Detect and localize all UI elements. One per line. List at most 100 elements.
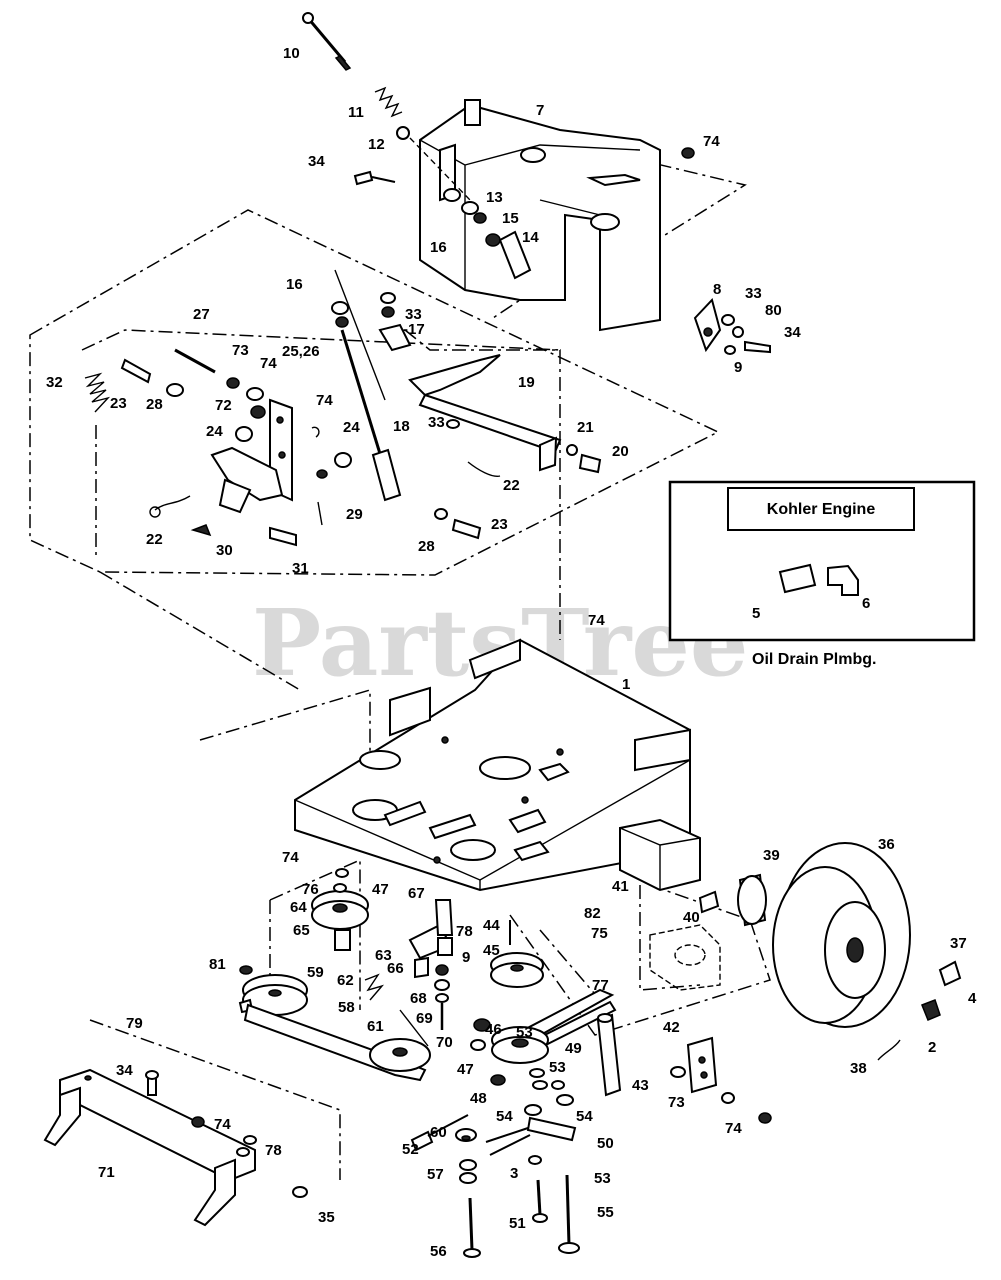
callout-21: 21 xyxy=(577,419,594,436)
tube-part-43 xyxy=(596,1013,622,1097)
callout-34: 34 xyxy=(784,324,801,341)
callout-37: 37 xyxy=(950,935,967,952)
drive-unit-sketch xyxy=(649,924,721,991)
callout-74: 74 xyxy=(588,612,605,629)
pulley-part-59 xyxy=(238,965,308,1016)
callout-5: 5 xyxy=(752,605,760,622)
callout-73: 73 xyxy=(232,342,249,359)
callout-62: 62 xyxy=(337,972,354,989)
callout-78: 78 xyxy=(265,1142,282,1159)
callout-14: 14 xyxy=(522,229,539,246)
callout-36: 36 xyxy=(878,836,895,853)
callout-39: 39 xyxy=(763,847,780,864)
washer-part-12 xyxy=(396,126,410,140)
main-frame-part-1 xyxy=(294,638,701,892)
callout-16: 16 xyxy=(286,276,303,293)
callout-74: 74 xyxy=(214,1116,231,1133)
callout-23: 23 xyxy=(491,516,508,533)
callout-78: 78 xyxy=(456,923,473,940)
callout-12: 12 xyxy=(368,136,385,153)
front-bracket-part-71 xyxy=(43,1068,308,1227)
callout-47: 47 xyxy=(372,881,389,898)
pulley-part-45 xyxy=(490,920,544,988)
callout-81: 81 xyxy=(209,956,226,973)
leader-12 xyxy=(409,137,471,201)
callout-72: 72 xyxy=(215,397,232,414)
callout-10: 10 xyxy=(283,45,300,62)
bracket-part-42 xyxy=(670,1036,772,1124)
callout-51: 51 xyxy=(509,1215,526,1232)
callout-74: 74 xyxy=(725,1120,742,1137)
inset-title: Kohler Engine xyxy=(767,501,876,518)
callout-63: 63 xyxy=(375,947,392,964)
spring-part-11 xyxy=(374,86,403,118)
callout-43: 43 xyxy=(632,1077,649,1094)
callout-25-26: 25,26 xyxy=(282,343,320,360)
inset-title-box xyxy=(727,487,915,531)
callout-42: 42 xyxy=(663,1019,680,1036)
callout-54: 54 xyxy=(576,1108,593,1125)
bracket-hardware xyxy=(353,147,695,280)
callout-3: 3 xyxy=(510,1165,518,1182)
callout-77: 77 xyxy=(592,977,609,994)
callout-17: -17 xyxy=(403,321,425,338)
callout-40: 40 xyxy=(683,909,700,926)
callout-74: 74 xyxy=(282,849,299,866)
callout-6: 6 xyxy=(862,595,870,612)
callout-18: 18 xyxy=(393,418,410,435)
callout-30: 30 xyxy=(216,542,233,559)
pulley-part-64 xyxy=(311,868,369,951)
callout-48: 48 xyxy=(470,1090,487,1107)
callout-27: 27 xyxy=(193,306,210,323)
callout-9: 9 xyxy=(734,359,742,376)
phantom-lines xyxy=(29,151,771,1180)
callout-76: 76 xyxy=(302,881,319,898)
callout-75: 75 xyxy=(591,925,608,942)
callout-22: 22 xyxy=(146,531,163,548)
callout-11: 11 xyxy=(348,104,364,121)
callout-74: 74 xyxy=(703,133,720,150)
fitting-part-5 xyxy=(778,563,817,594)
callout-44: 44 xyxy=(483,917,500,934)
callout-68: 68 xyxy=(410,990,427,1007)
callout-64: 64 xyxy=(290,899,307,916)
belt-part-58 xyxy=(243,1003,431,1082)
callout-50: 50 xyxy=(597,1135,614,1152)
callout-16: 16 xyxy=(430,239,447,256)
callout-28: 28 xyxy=(418,538,435,555)
callout-46: 46 xyxy=(485,1021,502,1038)
callout-53: 53 xyxy=(549,1059,566,1076)
callout-49: 49 xyxy=(565,1040,582,1057)
rod-part-10 xyxy=(302,12,352,71)
callout-71: 71 xyxy=(98,1164,115,1181)
oil-drain-inset: Kohler Engine Oil Drain Plmbg. xyxy=(668,480,976,668)
callout-8: 8 xyxy=(713,281,721,298)
callout-24: 24 xyxy=(206,423,223,440)
callout-56: 56 xyxy=(430,1243,447,1260)
idler-arm-part-63 xyxy=(364,899,454,1047)
callout-2: 2 xyxy=(928,1039,936,1056)
callout-9: 9 xyxy=(462,949,470,966)
callout-41: 41 xyxy=(612,878,629,895)
wheel-part-36 xyxy=(698,842,962,1061)
callout-33: 33 xyxy=(405,306,422,323)
callout-23: 23 xyxy=(110,395,127,412)
callout-74: 74 xyxy=(260,355,277,372)
callout-24: 24 xyxy=(343,419,360,436)
callout-47: 47 xyxy=(457,1061,474,1078)
callout-65: 65 xyxy=(293,922,310,939)
callout-67: 67 xyxy=(408,885,425,902)
clutch-pulley-part-49 xyxy=(470,1018,577,1142)
callout-38: 38 xyxy=(850,1060,867,1077)
callout-35: 35 xyxy=(318,1209,335,1226)
callout-4: 4 xyxy=(968,990,977,1007)
callout-74: 74 xyxy=(316,392,333,409)
elbow-part-6 xyxy=(827,564,859,596)
callout-53: 53 xyxy=(594,1170,611,1187)
callout-1: 1 xyxy=(622,676,630,693)
callout-28: 28 xyxy=(146,396,163,413)
callout-34: 34 xyxy=(308,153,325,170)
callout-80: 80 xyxy=(765,302,782,319)
